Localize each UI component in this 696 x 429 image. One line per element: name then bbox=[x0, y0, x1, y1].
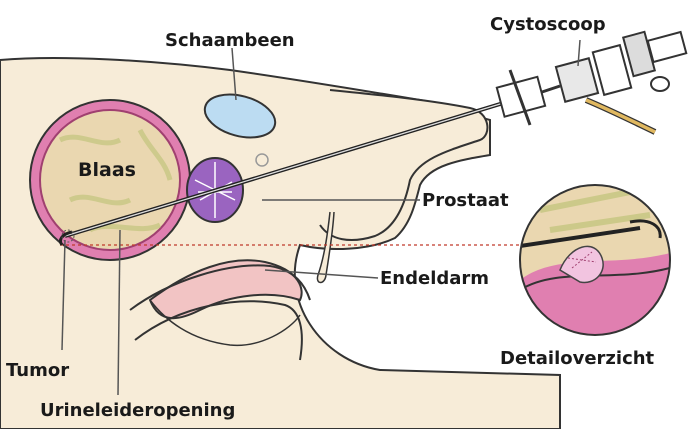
label-detailoverzicht: Detailoverzicht bbox=[500, 348, 655, 369]
label-urineleideropening: Urineleideropening bbox=[40, 400, 235, 421]
label-blaas: Blaas bbox=[78, 159, 136, 181]
label-prostaat: Prostaat bbox=[422, 190, 509, 211]
label-endeldarm: Endeldarm bbox=[380, 268, 489, 289]
label-tumor: Tumor bbox=[6, 360, 69, 381]
cystoscope-instrument bbox=[497, 32, 686, 132]
detail-view-circle bbox=[520, 185, 680, 340]
label-cystoscoop: Cystoscoop bbox=[490, 14, 606, 35]
label-schaambeen: Schaambeen bbox=[165, 30, 295, 51]
